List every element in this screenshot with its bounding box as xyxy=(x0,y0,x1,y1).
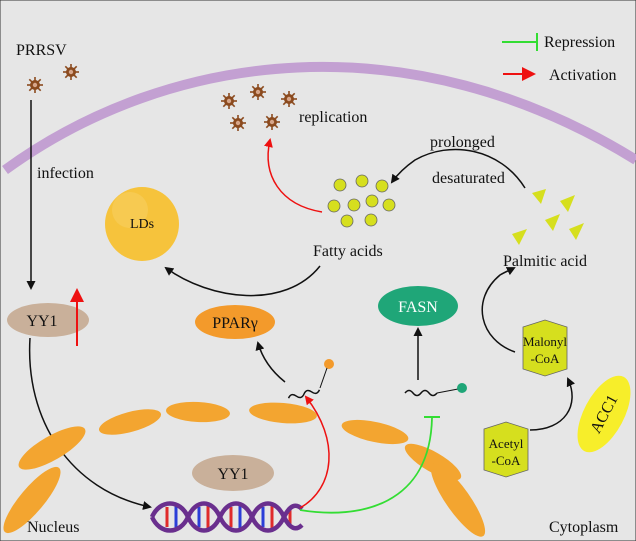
virus-label: PRRSV xyxy=(16,42,67,59)
yy1-cytoplasm-protein xyxy=(7,303,89,337)
nuclear-envelope xyxy=(3,401,486,537)
fatty-acids-label: Fatty acids xyxy=(313,243,383,260)
dna-helix xyxy=(149,501,304,533)
dna-to-fasn-repression-line xyxy=(299,417,433,514)
fatty-acids-cluster xyxy=(327,174,396,228)
fasn-mrna-cap xyxy=(457,383,467,393)
yy1-cytoplasm-label: YY1 xyxy=(26,313,57,330)
palmitic-acid-cluster xyxy=(512,189,584,245)
palmitic-acid-label: Palmitic acid xyxy=(503,253,587,270)
ppar-mrna xyxy=(287,389,321,399)
nucleus-label: Nucleus xyxy=(27,519,79,536)
fasn-protein xyxy=(378,286,458,326)
virus-particle xyxy=(280,90,298,108)
legend-activation-label: Activation xyxy=(549,67,617,84)
ppar-gamma-protein xyxy=(195,305,275,339)
ppar-gamma-label: PPARγ xyxy=(212,315,258,332)
yy1-nucleus-label: YY1 xyxy=(217,466,248,483)
prolonged-label: prolonged xyxy=(430,134,495,151)
dna-to-ppar-activation-arrow xyxy=(299,395,330,509)
acetyl-to-malonyl-arrow xyxy=(529,377,576,431)
infection-label: infection xyxy=(37,165,94,182)
legend: Repression Activation xyxy=(502,33,617,84)
cytoplasm-label: Cytoplasm xyxy=(549,519,619,536)
virus-particle xyxy=(62,63,80,81)
virus-particle xyxy=(249,83,267,101)
replication-label: replication xyxy=(299,109,367,126)
fasn-label: FASN xyxy=(398,299,438,316)
malonyl-coa-label-2: -CoA xyxy=(531,351,561,366)
lipid-droplet xyxy=(105,187,179,261)
fatty-acids-to-lds-arrow xyxy=(164,265,321,297)
yy1-nucleus-protein xyxy=(192,455,274,491)
mrna-to-ppar-arrow xyxy=(255,341,286,383)
virus-particle xyxy=(263,113,281,131)
acc1-enzyme xyxy=(577,375,631,453)
desaturation-arrow xyxy=(390,148,526,189)
malonyl-coa-label-1: Malonyl xyxy=(523,334,567,349)
fasn-mrna xyxy=(404,389,438,397)
lds-label: LDs xyxy=(130,217,154,232)
legend-repression-label: Repression xyxy=(544,34,615,51)
desaturated-label: desaturated xyxy=(432,170,505,187)
ppar-mrna-cap xyxy=(324,359,334,369)
acetyl-coa-label-1: Acetyl xyxy=(489,436,524,451)
cell-membrane xyxy=(2,62,636,175)
fatty-acids-to-replication-arrow xyxy=(264,138,323,213)
acetyl-coa-molecule xyxy=(483,421,529,478)
virus-particle xyxy=(26,76,44,94)
acetyl-coa-label-2: -CoA xyxy=(492,453,522,468)
virus-particle xyxy=(229,114,247,132)
fasn-to-palmitic-arrow xyxy=(481,267,516,353)
virus-particle xyxy=(220,92,238,110)
malonyl-coa-molecule xyxy=(522,319,568,377)
